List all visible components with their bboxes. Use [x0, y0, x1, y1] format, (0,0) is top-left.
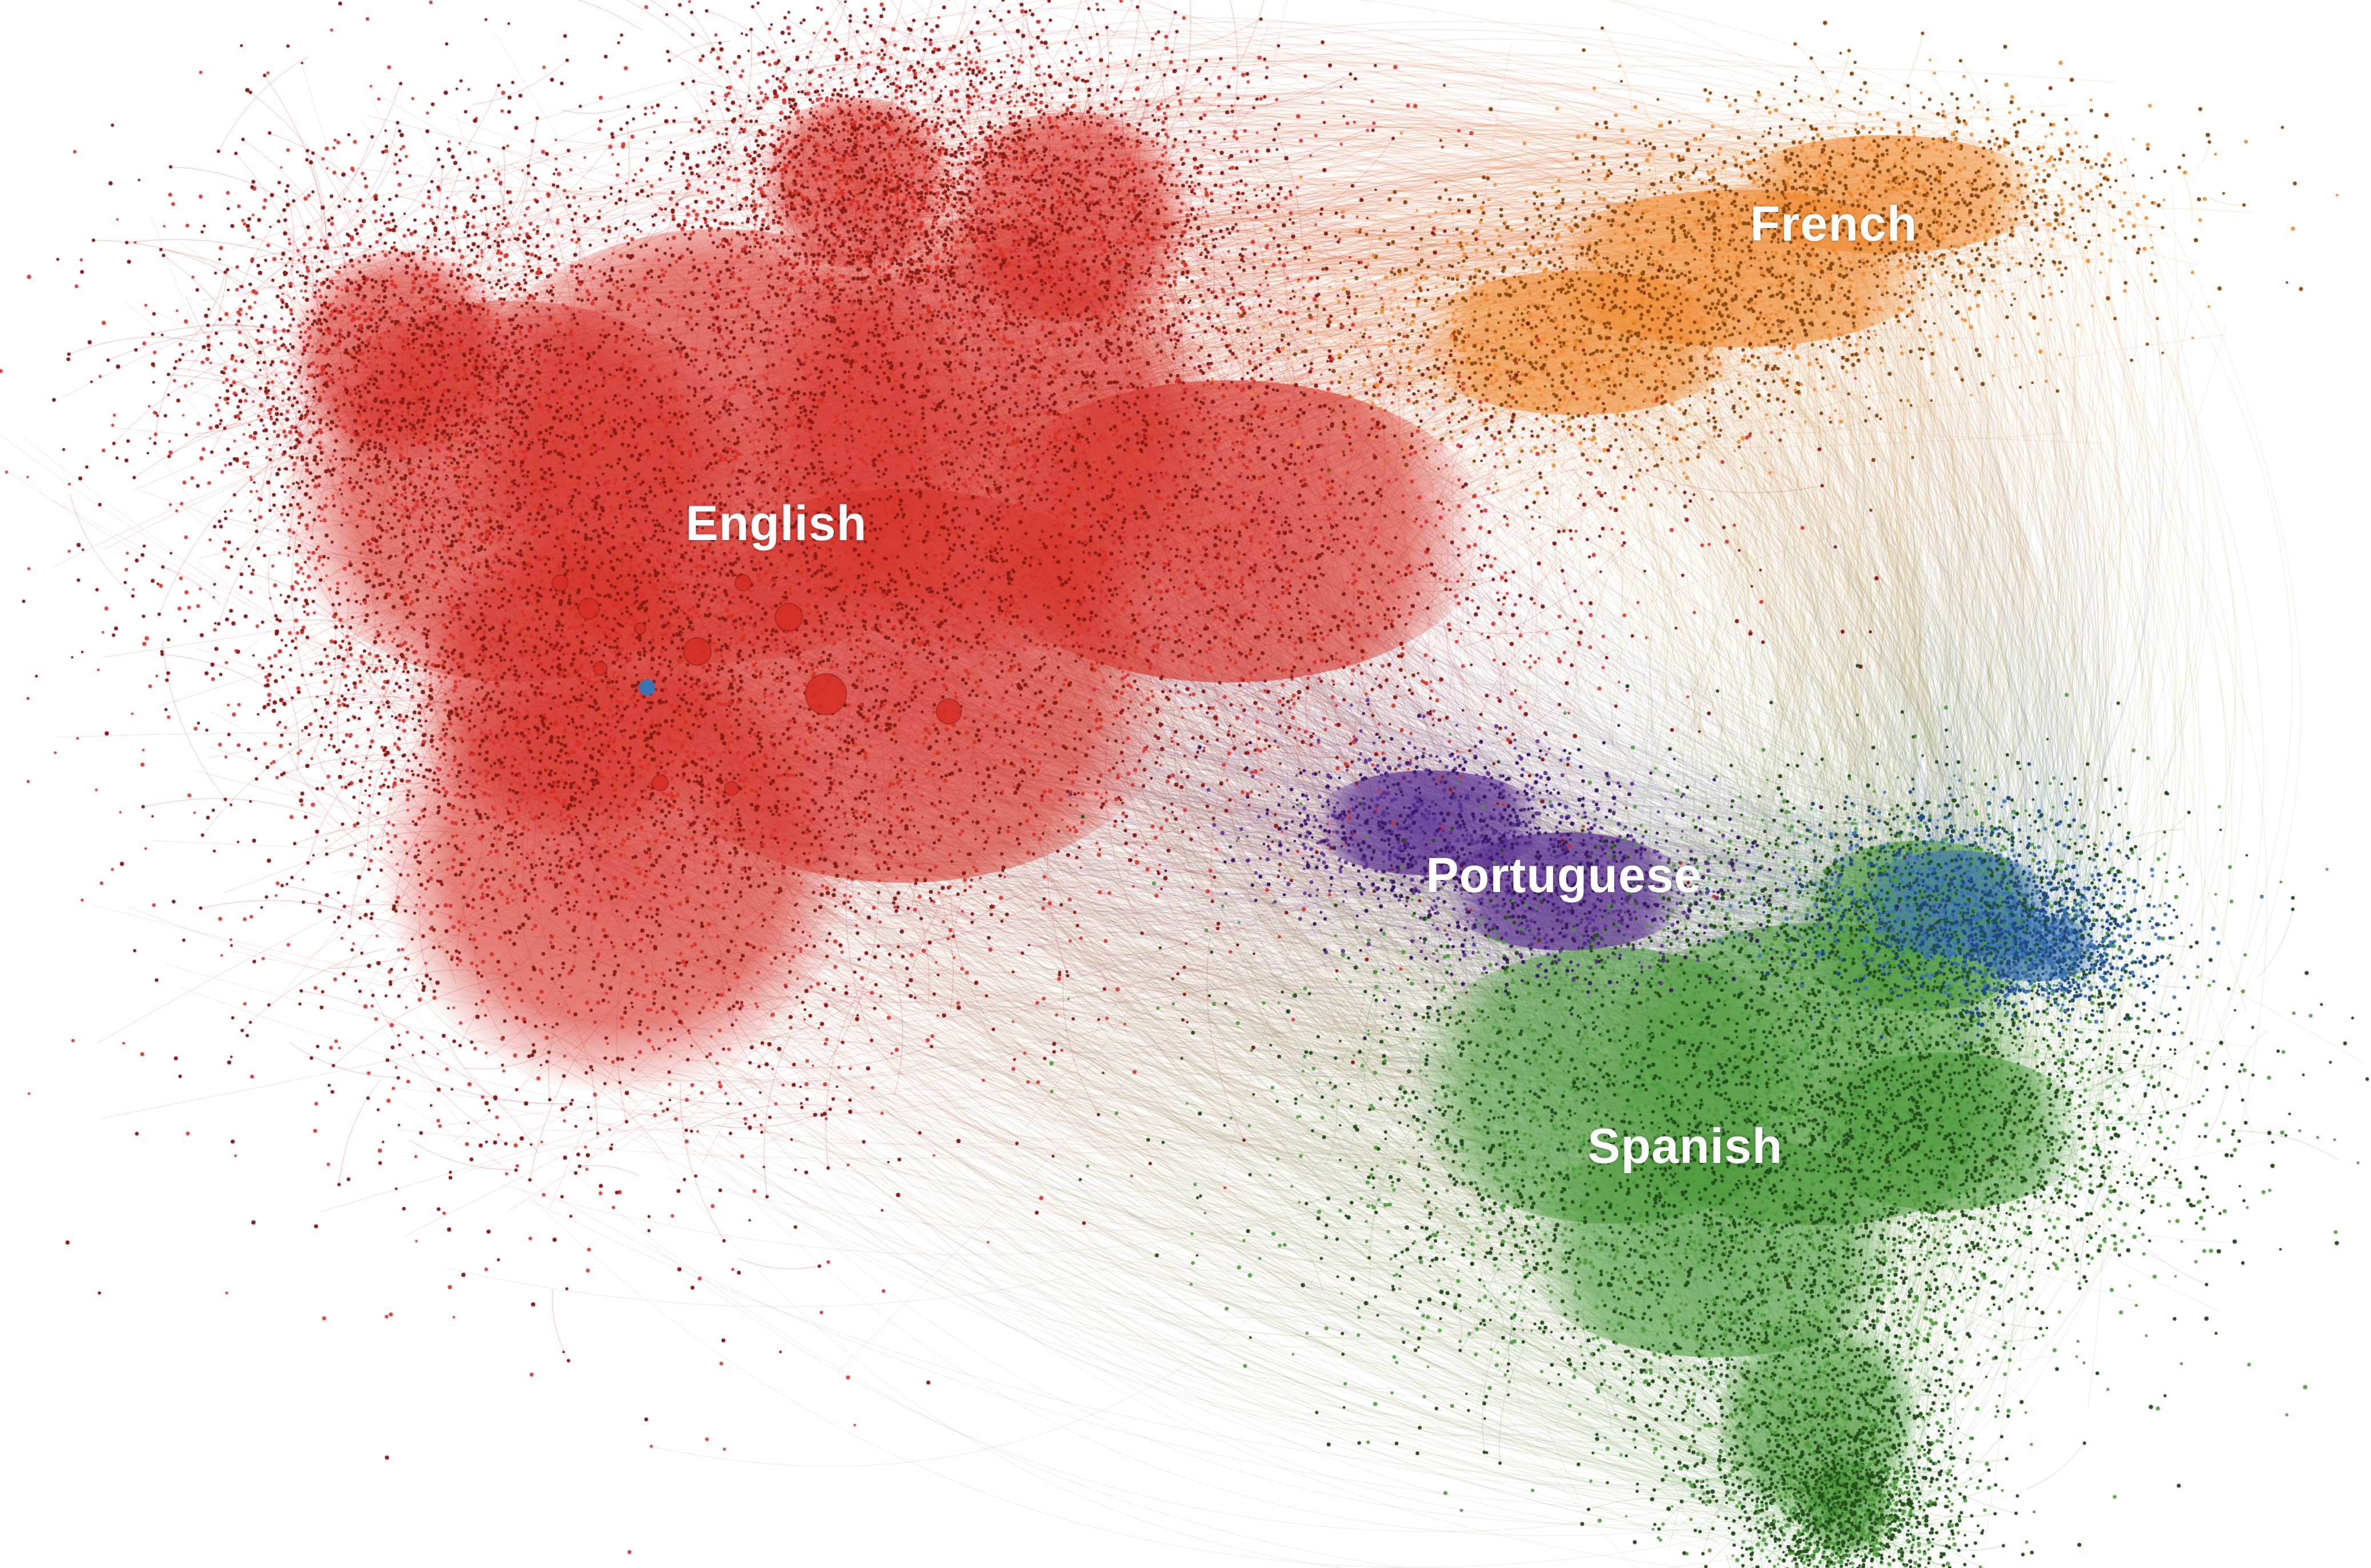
- cluster-label-english: English: [685, 496, 867, 551]
- cluster-label-portuguese: Portuguese: [1426, 848, 1702, 903]
- cluster-label-spanish: Spanish: [1587, 1119, 1783, 1174]
- cluster-label-french: French: [1750, 197, 1918, 251]
